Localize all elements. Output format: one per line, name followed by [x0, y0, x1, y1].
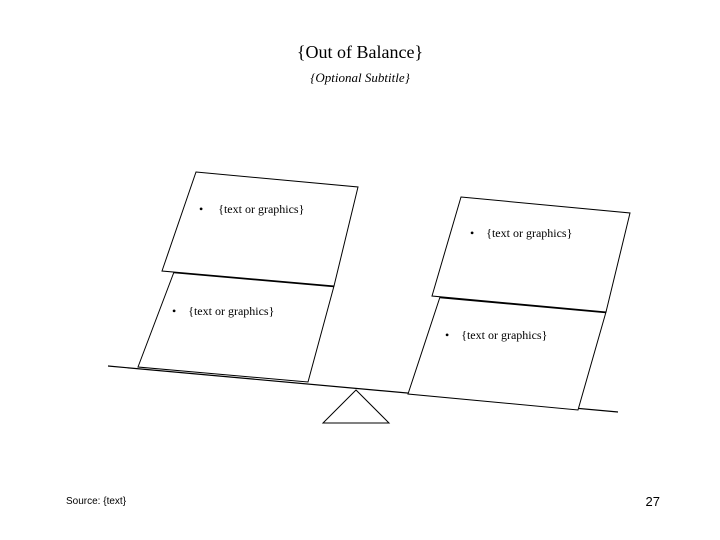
slide-subtitle: {Optional Subtitle}	[310, 70, 410, 85]
box-text: {text or graphics}	[486, 226, 573, 240]
right-bottom-box	[407, 296, 607, 411]
page-number: 27	[645, 494, 660, 509]
right-top-box-text: • {text or graphics}	[470, 226, 572, 241]
right-bottom-box-text: • {text or graphics}	[445, 328, 547, 343]
fulcrum-triangle	[321, 389, 391, 424]
bullet: •	[470, 226, 475, 240]
bullet: •	[445, 328, 450, 342]
box-text: {text or graphics}	[461, 328, 548, 342]
left-top-box	[161, 171, 359, 287]
source-note: Source: {text}	[66, 496, 127, 507]
left-top-box-text: • {text or graphics}	[199, 202, 304, 217]
box-text: {text or graphics}	[218, 202, 305, 216]
bullet: •	[172, 304, 177, 318]
box-text: {text or graphics}	[188, 304, 275, 318]
left-bottom-box-text: • {text or graphics}	[172, 304, 274, 319]
left-bottom-box	[137, 271, 335, 383]
bullet: •	[199, 202, 204, 216]
right-top-box	[431, 196, 631, 313]
slide-title: {Out of Balance}	[296, 42, 424, 62]
